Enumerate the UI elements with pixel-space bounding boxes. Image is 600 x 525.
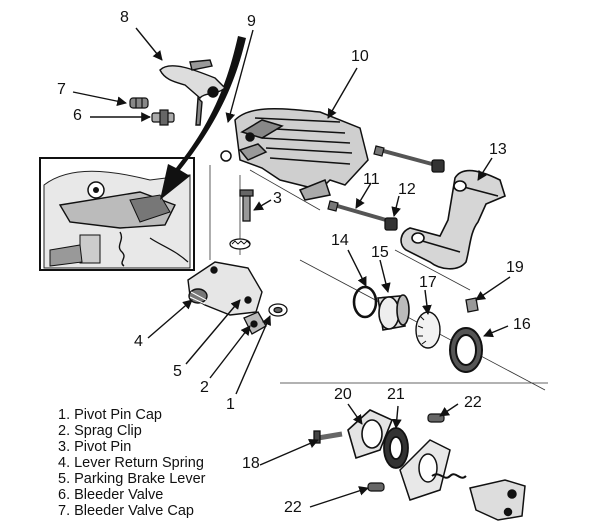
part-15-piston bbox=[377, 294, 410, 331]
legend-item: 1. Pivot Pin Cap bbox=[58, 407, 162, 423]
part-13-mounting-bracket bbox=[400, 169, 506, 270]
part-7-bleeder-cap bbox=[129, 97, 149, 109]
part-10-caliper-housing bbox=[220, 108, 369, 201]
callout-10: 10 bbox=[351, 48, 369, 65]
part-16-piston-insulator bbox=[449, 327, 483, 373]
part-12-bushings bbox=[384, 159, 445, 231]
part-8-bracket bbox=[159, 59, 227, 126]
callout-5: 5 bbox=[173, 363, 182, 380]
detail-arrow bbox=[160, 36, 246, 200]
legend-item: 7. Bleeder Valve Cap bbox=[58, 503, 194, 519]
callout-2: 2 bbox=[200, 379, 209, 396]
legend-item: 6. Bleeder Valve bbox=[58, 487, 164, 503]
callout-3: 3 bbox=[273, 190, 282, 207]
part-14-seal-ring bbox=[352, 285, 378, 319]
legend-item: 2. Sprag Clip bbox=[58, 423, 142, 439]
callout-8: 8 bbox=[120, 9, 129, 26]
part-17-boot bbox=[415, 311, 441, 349]
callout-6: 6 bbox=[73, 107, 82, 124]
part-2-sprag-clip bbox=[243, 311, 267, 335]
part-3-pivot-pin bbox=[229, 189, 254, 250]
adjuster-assembly bbox=[399, 439, 526, 521]
legend-item: 4. Lever Return Spring bbox=[58, 455, 204, 471]
part-19-clip bbox=[465, 297, 479, 313]
callout-22-lower: 22 bbox=[284, 499, 302, 516]
callout-16: 16 bbox=[513, 316, 531, 333]
callout-21: 21 bbox=[387, 386, 405, 403]
callout-13: 13 bbox=[489, 141, 507, 158]
part-1-pivot-pin-cap bbox=[268, 303, 288, 317]
callout-4: 4 bbox=[134, 333, 143, 350]
callout-9: 9 bbox=[247, 13, 256, 30]
callout-1: 1 bbox=[226, 396, 235, 413]
callout-14: 14 bbox=[331, 232, 349, 249]
legend-item: 3. Pivot Pin bbox=[58, 439, 132, 455]
callout-7: 7 bbox=[57, 81, 66, 98]
part-4-lever-return-spring bbox=[188, 288, 208, 305]
callout-12: 12 bbox=[398, 181, 416, 198]
callout-20: 20 bbox=[334, 386, 352, 403]
legend-item: 5. Parking Brake Lever bbox=[58, 471, 206, 487]
leader-lines bbox=[72, 27, 511, 508]
part-6-bleeder-valve bbox=[151, 109, 175, 126]
inset-detail bbox=[39, 157, 195, 271]
part-11-mounting-bolts bbox=[327, 145, 433, 222]
callout-15: 15 bbox=[371, 244, 389, 261]
callout-19: 19 bbox=[506, 259, 524, 276]
callout-22-upper: 22 bbox=[464, 394, 482, 411]
callout-17: 17 bbox=[419, 274, 437, 291]
callout-11: 11 bbox=[363, 171, 380, 188]
part-21-thrust-bearing bbox=[383, 427, 409, 469]
part-22-seal-lower bbox=[367, 482, 385, 492]
parts-legend: 1. Pivot Pin Cap 2. Sprag Clip 3. Pivot … bbox=[58, 407, 206, 519]
part-18-adjuster-shaft bbox=[313, 430, 343, 444]
callout-18: 18 bbox=[242, 455, 260, 472]
